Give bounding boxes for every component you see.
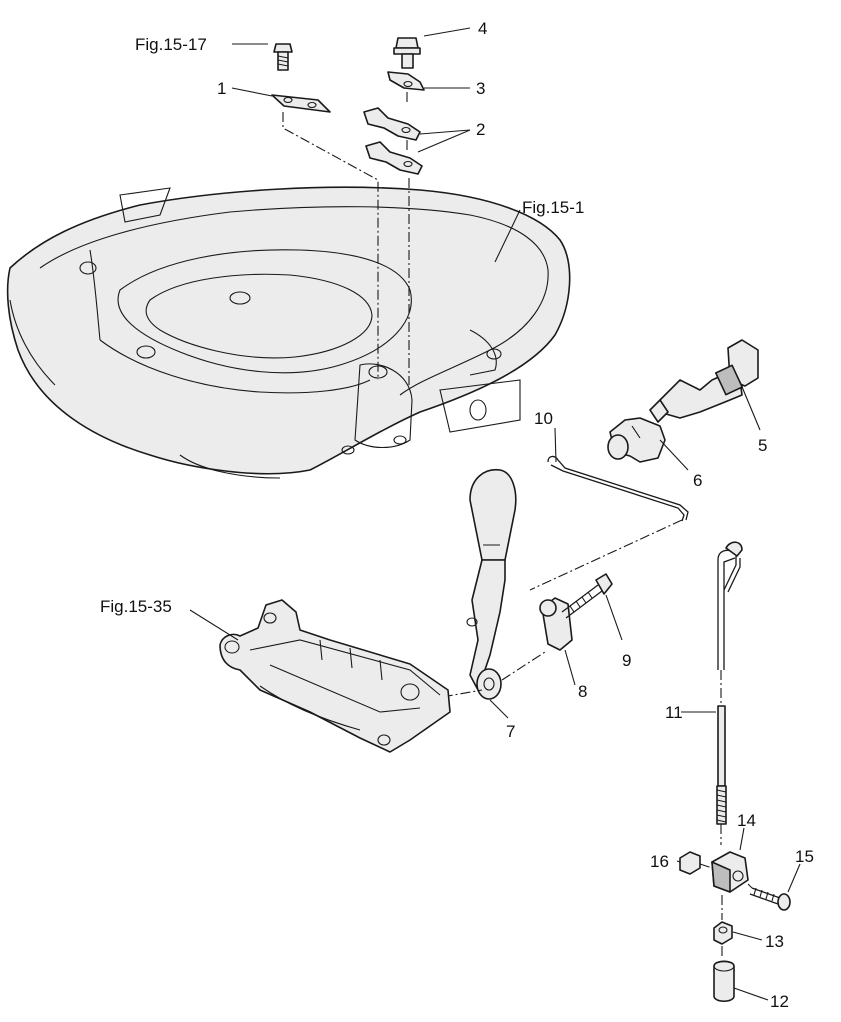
label-part-13: 13 (765, 932, 784, 951)
part-16-nut (679, 851, 713, 875)
label-part-6: 6 (693, 471, 702, 490)
part-4-bolt (393, 37, 421, 69)
leader-lines (189, 27, 801, 1001)
label-part-10: 10 (534, 409, 553, 428)
part-1-plate (271, 94, 331, 113)
label-part-15: 15 (795, 847, 814, 866)
label-part-7: 7 (506, 722, 515, 741)
part-2-clips (363, 107, 423, 175)
base-bracket (219, 599, 451, 753)
label-part-4: 4 (478, 19, 487, 38)
bottom-cowling (6, 186, 571, 479)
part-3-clip (387, 71, 425, 91)
label-part-16: 16 (650, 852, 669, 871)
part-8-collar (539, 597, 573, 651)
part-11-rod (717, 541, 743, 670)
part-15-screw (747, 883, 791, 911)
label-fig-15-17: Fig.15-17 (135, 35, 207, 54)
label-part-3: 3 (476, 79, 485, 98)
part-6-cap (607, 417, 666, 463)
label-part-5: 5 (758, 436, 767, 455)
label-part-12: 12 (770, 992, 789, 1011)
part-10-rod (529, 455, 689, 591)
label-part-14: 14 (737, 811, 756, 830)
label-part-9: 9 (622, 651, 631, 670)
part-12-sleeve (713, 946, 735, 1003)
label-part-1: 1 (217, 79, 226, 98)
callout-labels: Fig.15-17 1 4 3 2 Fig.15-1 10 5 6 Fig.15… (100, 19, 814, 1011)
label-part-2: 2 (476, 120, 485, 139)
label-part-8: 8 (578, 682, 587, 701)
part-14-block (711, 851, 749, 893)
lower-threaded-rod (716, 670, 727, 845)
bolt-fig-15-17 (273, 43, 293, 71)
part-7-lever (466, 469, 517, 700)
label-part-11: 11 (665, 703, 683, 722)
label-fig-15-1: Fig.15-1 (522, 198, 584, 217)
label-fig-15-35: Fig.15-35 (100, 597, 172, 616)
part-9-bolt (561, 573, 613, 619)
part-13-collar (713, 895, 733, 945)
part-5-switch (649, 339, 759, 423)
